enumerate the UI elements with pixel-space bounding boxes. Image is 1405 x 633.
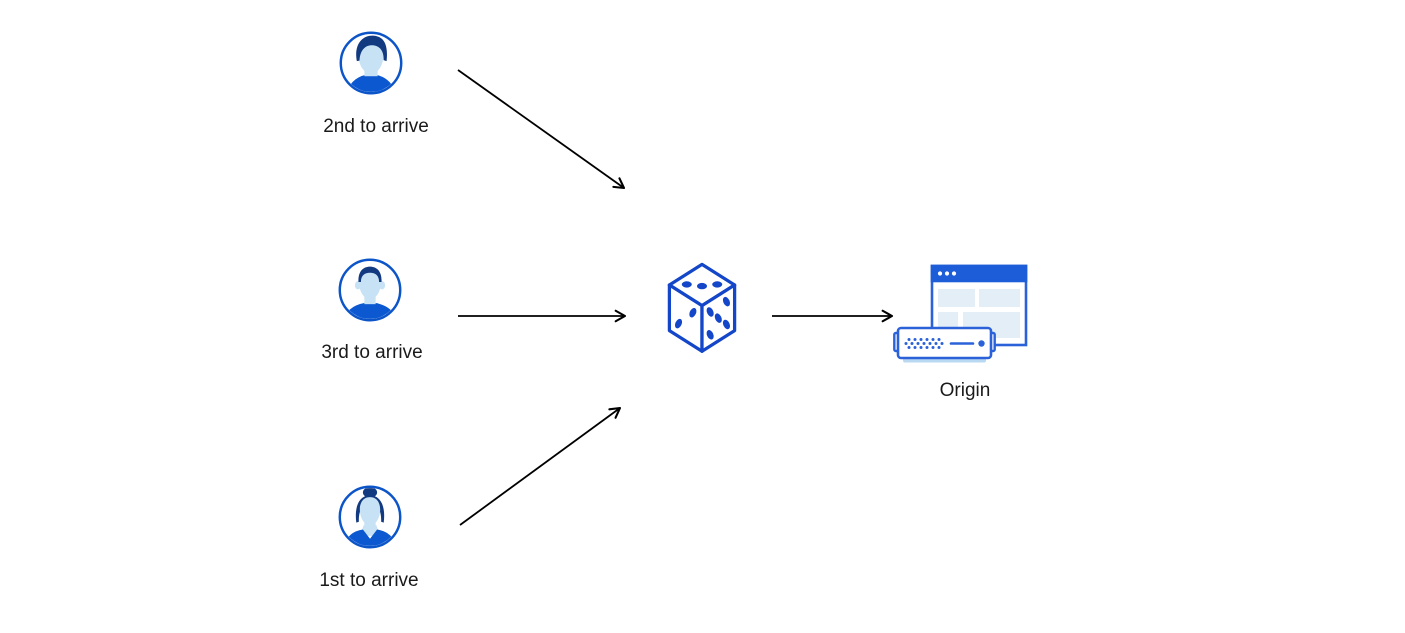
dice-icon <box>667 262 737 353</box>
client-node-2nd-to-arrive <box>337 29 405 97</box>
client-label-3rd-to-arrive: 3rd to arrive <box>321 342 423 363</box>
woman-bun-avatar-icon <box>338 485 402 549</box>
server-vents <box>904 338 944 349</box>
client-node-1st-to-arrive <box>336 483 404 551</box>
origin-label: Origin <box>939 380 991 401</box>
server-icon <box>893 326 996 363</box>
randomizer-node <box>660 260 744 360</box>
man-short-hair-avatar-icon <box>338 258 402 322</box>
client-label-2nd-to-arrive: 2nd to arrive <box>323 116 429 137</box>
client-node-3rd-to-arrive <box>336 256 404 324</box>
man-swept-hair-avatar-icon <box>339 31 403 95</box>
browser-window-server-icon <box>893 264 1028 363</box>
arrow-1st-to-dice <box>459 406 622 526</box>
dice-pips <box>674 281 731 340</box>
origin-node <box>893 256 1033 368</box>
arrow-2nd-to-dice <box>457 69 626 190</box>
client-label-1st-to-arrive: 1st to arrive <box>319 570 419 591</box>
